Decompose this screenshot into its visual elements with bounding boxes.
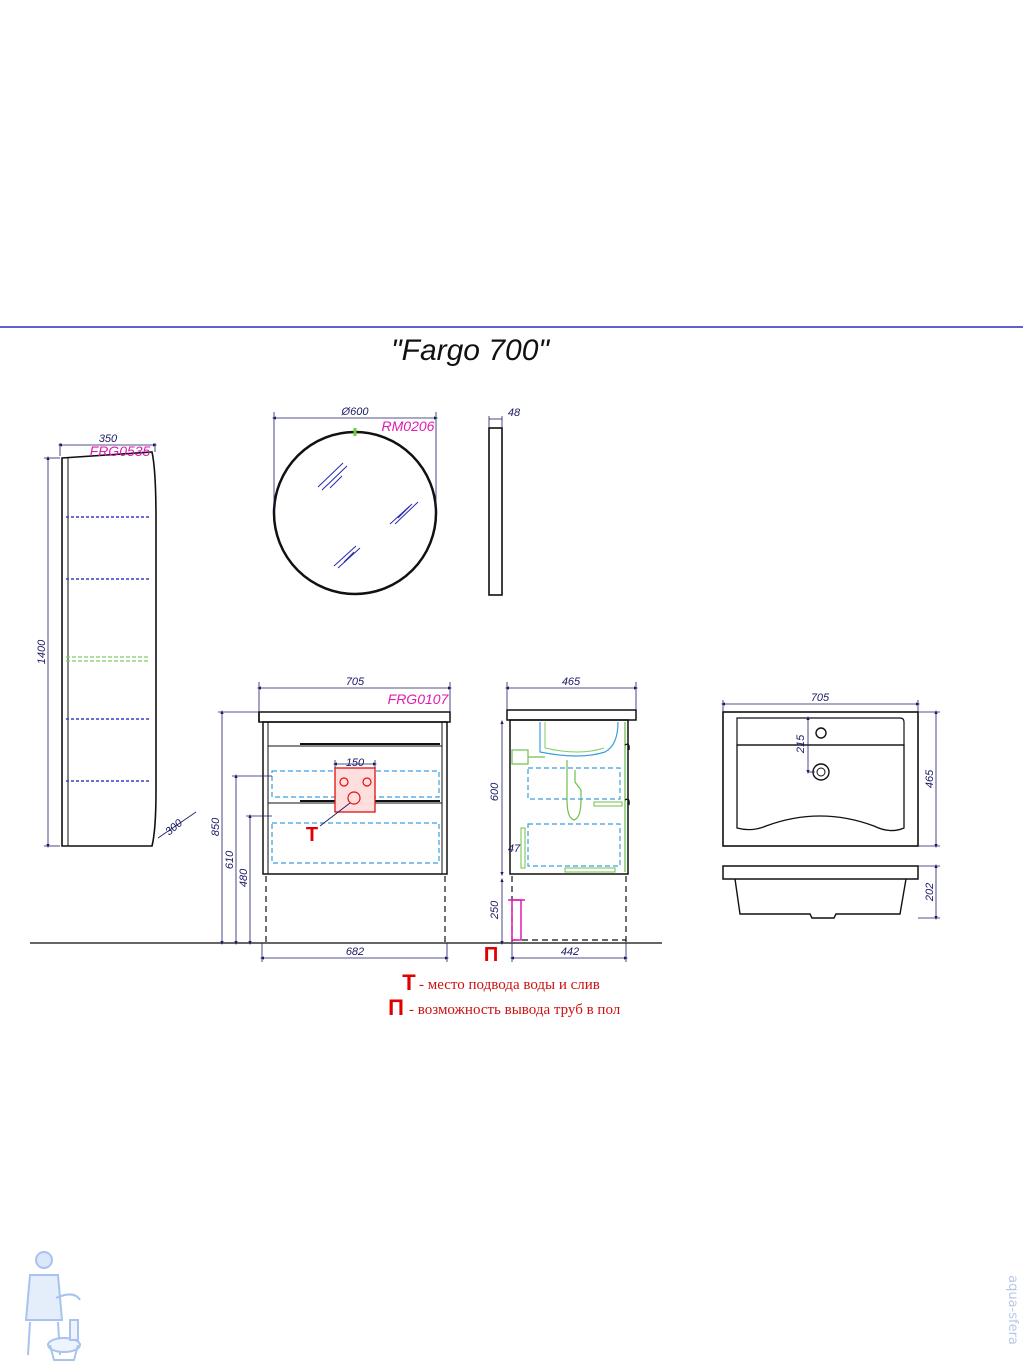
plumber-logo bbox=[24, 1251, 81, 1361]
legend: Т - место подвода воды и слив П - возмож… bbox=[388, 970, 621, 1020]
plumbing-zone bbox=[334, 767, 376, 813]
floor-pipe-outlet bbox=[511, 899, 522, 941]
vanity-side bbox=[506, 709, 637, 943]
column-depth-label: 300 bbox=[163, 817, 185, 839]
vanity-t-marker: Т bbox=[306, 824, 318, 846]
basin-height-label: 202 bbox=[924, 883, 936, 902]
vanity-code-label: FRG0107 bbox=[388, 691, 450, 707]
column-height-label: 1400 bbox=[36, 639, 48, 664]
basin-side-view bbox=[722, 865, 919, 919]
column-width-label: 350 bbox=[99, 433, 118, 445]
mirror-glare bbox=[317, 462, 419, 569]
legend-mark-p: П bbox=[388, 995, 404, 1020]
basin-width-label: 705 bbox=[811, 692, 830, 704]
basin-top-view bbox=[722, 711, 919, 847]
drawing-title: "Fargo 700" bbox=[391, 334, 550, 367]
plumbing-width-label: 150 bbox=[346, 757, 365, 769]
mirror-thickness-label: 48 bbox=[508, 407, 521, 419]
basin-offset-label: 215 bbox=[795, 734, 807, 754]
mirror-side-view bbox=[488, 427, 503, 596]
basin-depth-label: 465 bbox=[924, 769, 936, 788]
legend-text-t: - место подвода воды и слив bbox=[419, 977, 600, 993]
column-cabinet bbox=[61, 451, 157, 847]
side-depth-label: 465 bbox=[562, 676, 581, 688]
side-600-label: 600 bbox=[489, 782, 501, 801]
vanity-height-label: 850 bbox=[210, 817, 222, 836]
mirror-code-label: RM0206 bbox=[382, 418, 435, 434]
vanity-480-label: 480 bbox=[238, 868, 250, 887]
vanity-610-label: 610 bbox=[224, 850, 236, 869]
column-code-label: FRG0535 bbox=[90, 443, 151, 459]
vanity-bottom-width-label: 682 bbox=[346, 946, 364, 958]
vanity-top-width-label: 705 bbox=[346, 676, 365, 688]
side-250-label: 250 bbox=[489, 900, 501, 920]
mirror-diameter-label: Ø600 bbox=[341, 406, 370, 418]
side-bottom-label: 442 bbox=[561, 946, 579, 958]
vanity-p-marker: П bbox=[484, 944, 498, 966]
watermark-text: aqua-sfera bbox=[1005, 1275, 1020, 1345]
legend-mark-t: Т bbox=[402, 970, 416, 995]
round-mirror bbox=[272, 430, 438, 596]
side-47-label: 47 bbox=[508, 843, 521, 855]
legend-text-p: - возможность вывода труб в пол bbox=[409, 1002, 621, 1018]
vanity-front bbox=[258, 711, 451, 943]
